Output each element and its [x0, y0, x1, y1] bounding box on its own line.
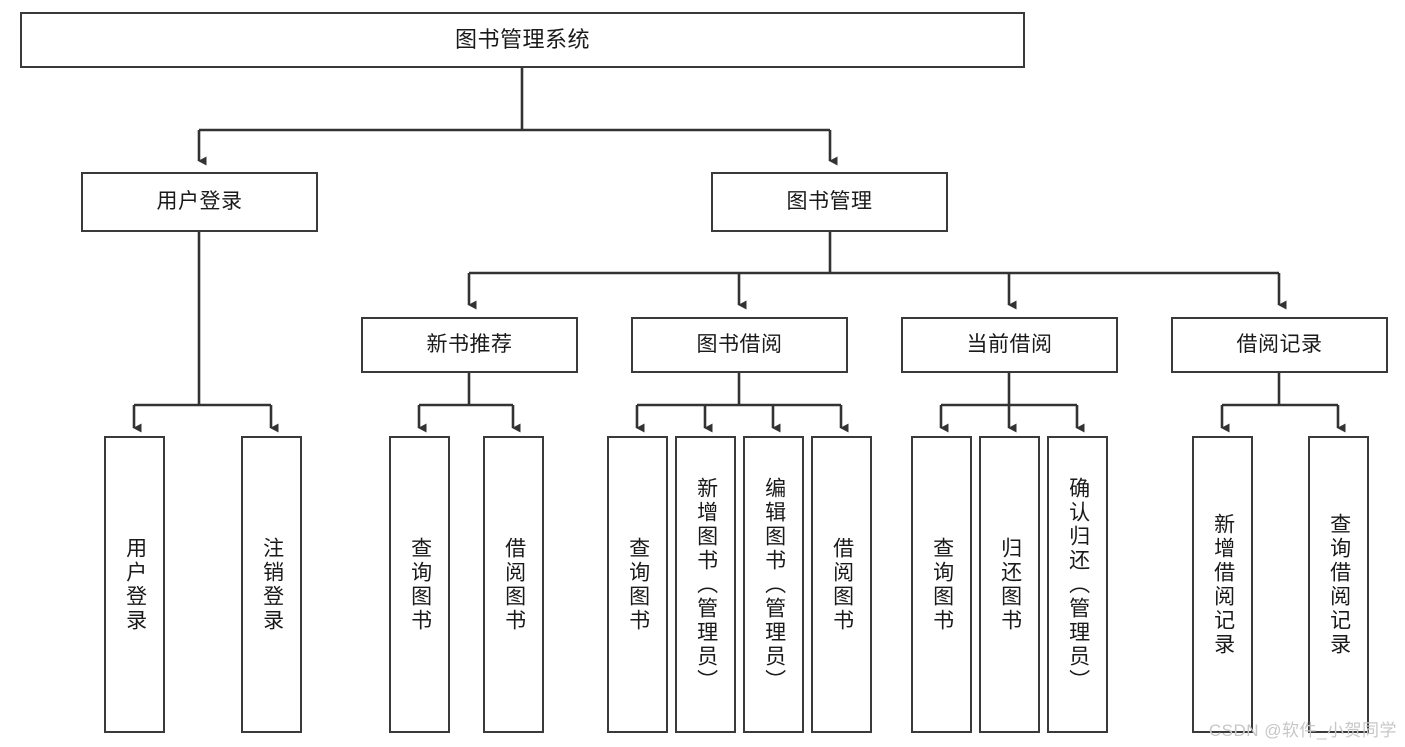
node-label: 用户登录 — [156, 189, 243, 213]
node-label: 图书管理系统 — [454, 27, 590, 53]
node-label: 借阅图书 — [502, 536, 526, 633]
node-label: 查询图书 — [626, 536, 650, 633]
node-label: 新书推荐 — [426, 332, 513, 356]
node-book-management[interactable]: 图书管理 — [711, 172, 948, 232]
leaf-query-book-borrow[interactable]: 查询图书 — [607, 436, 668, 733]
node-borrow-records[interactable]: 借阅记录 — [1171, 317, 1388, 373]
node-label: 查询图书 — [408, 536, 432, 633]
node-book-borrow[interactable]: 图书借阅 — [631, 317, 848, 373]
node-label: 查询图书 — [930, 536, 954, 633]
node-label: 新增借阅记录 — [1211, 512, 1235, 657]
node-label: 编辑图书（管理员） — [762, 476, 786, 693]
leaf-confirm-return-admin[interactable]: 确认归还（管理员） — [1047, 436, 1108, 733]
node-label: 图书借阅 — [696, 332, 783, 356]
leaf-edit-book-admin[interactable]: 编辑图书（管理员） — [743, 436, 804, 733]
node-label: 图书管理 — [786, 189, 873, 213]
node-label: 注销登录 — [260, 536, 284, 633]
leaf-return-book[interactable]: 归还图书 — [979, 436, 1040, 733]
node-root-system[interactable]: 图书管理系统 — [20, 12, 1025, 68]
node-current-borrow[interactable]: 当前借阅 — [901, 317, 1118, 373]
node-label: 当前借阅 — [966, 332, 1053, 356]
leaf-query-book-recommend[interactable]: 查询图书 — [389, 436, 450, 733]
node-label: 归还图书 — [998, 536, 1022, 633]
node-user-login[interactable]: 用户登录 — [81, 172, 318, 232]
leaf-add-book-admin[interactable]: 新增图书（管理员） — [675, 436, 736, 733]
leaf-add-borrow-record[interactable]: 新增借阅记录 — [1192, 436, 1253, 733]
leaf-borrow-book-recommend[interactable]: 借阅图书 — [483, 436, 544, 733]
leaf-query-book-current[interactable]: 查询图书 — [911, 436, 972, 733]
node-label: 借阅记录 — [1236, 332, 1323, 356]
node-label: 借阅图书 — [830, 536, 854, 633]
leaf-logout[interactable]: 注销登录 — [241, 436, 302, 733]
node-label: 查询借阅记录 — [1327, 512, 1351, 657]
watermark-text: CSDN @软件_小贺同学 — [1208, 721, 1397, 740]
leaf-borrow-book[interactable]: 借阅图书 — [811, 436, 872, 733]
node-new-book-recommend[interactable]: 新书推荐 — [361, 317, 578, 373]
node-label: 新增图书（管理员） — [694, 476, 718, 693]
leaf-query-borrow-record[interactable]: 查询借阅记录 — [1308, 436, 1369, 733]
node-label: 用户登录 — [123, 536, 147, 633]
node-label: 确认归还（管理员） — [1066, 476, 1090, 693]
leaf-user-login[interactable]: 用户登录 — [104, 436, 165, 733]
